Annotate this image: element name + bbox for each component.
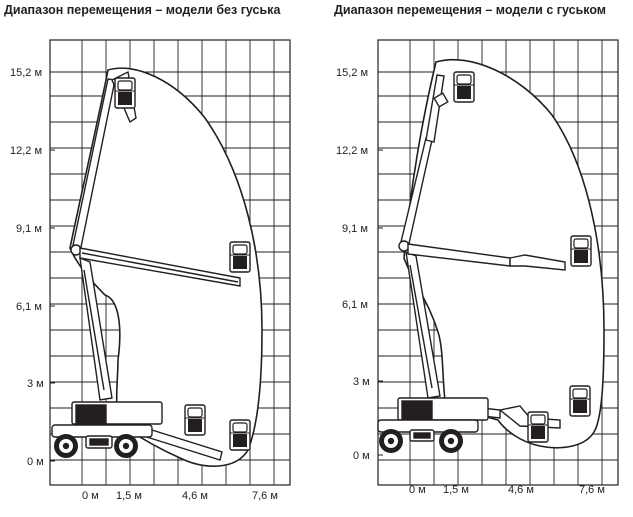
left-x-label-4-6: 4,6 м <box>182 490 208 502</box>
left-x-label-0: 0 м <box>82 490 99 502</box>
left-diagram-title: Диапазон перемещения – модели без гуська <box>4 3 281 17</box>
right-upper-boom <box>398 74 449 252</box>
right-y-label-9-1: 9,1 м <box>342 223 368 235</box>
left-basket-mid <box>229 241 251 273</box>
left-wheel-rear <box>114 434 138 458</box>
left-x-label-1-5: 1,5 м <box>116 490 142 502</box>
right-wheel-rear <box>439 429 463 453</box>
right-basket-low-2 <box>527 411 549 443</box>
right-y-label-15-2: 15,2 м <box>336 67 368 79</box>
right-y-label-0: 0 м <box>353 450 370 462</box>
right-y-label-12-2: 12,2 м <box>336 145 368 157</box>
right-y-label-6-1: 6,1 м <box>342 299 368 311</box>
right-y-label-3: 3 м <box>353 376 370 388</box>
left-machine-chassis <box>51 401 163 449</box>
right-x-label-0: 0 м <box>409 484 426 496</box>
right-y-ticks <box>378 71 383 456</box>
right-basket-mid <box>570 235 592 267</box>
left-lower-boom <box>79 256 113 401</box>
left-y-ticks <box>50 71 55 462</box>
left-basket-low-1 <box>184 404 206 436</box>
right-basket-low-1 <box>569 385 591 417</box>
left-y-label-12-2: 12,2 м <box>10 145 42 157</box>
left-basket-top <box>114 77 136 109</box>
right-machine-chassis <box>377 397 489 442</box>
left-y-label-0: 0 м <box>27 456 44 468</box>
left-y-label-3: 3 м <box>27 378 44 390</box>
right-diagram-title: Диапазон перемещения – модели с гуськом <box>334 3 607 17</box>
right-x-label-4-6: 4,6 м <box>508 484 534 496</box>
right-basket-top <box>453 71 475 103</box>
right-x-label-7-6: 7,6 м <box>579 484 605 496</box>
left-x-label-7-6: 7,6 м <box>252 490 278 502</box>
left-basket-low-2 <box>229 419 251 451</box>
left-horizontal-boom <box>79 247 241 287</box>
right-x-label-1-5: 1,5 м <box>443 484 469 496</box>
right-horizontal-boom <box>407 243 566 271</box>
left-y-label-9-1: 9,1 м <box>16 223 42 235</box>
right-wheel-front <box>379 429 403 453</box>
left-wheel-front <box>54 434 78 458</box>
left-y-label-6-1: 6,1 м <box>16 301 42 313</box>
left-y-label-15-2: 15,2 м <box>10 67 42 79</box>
